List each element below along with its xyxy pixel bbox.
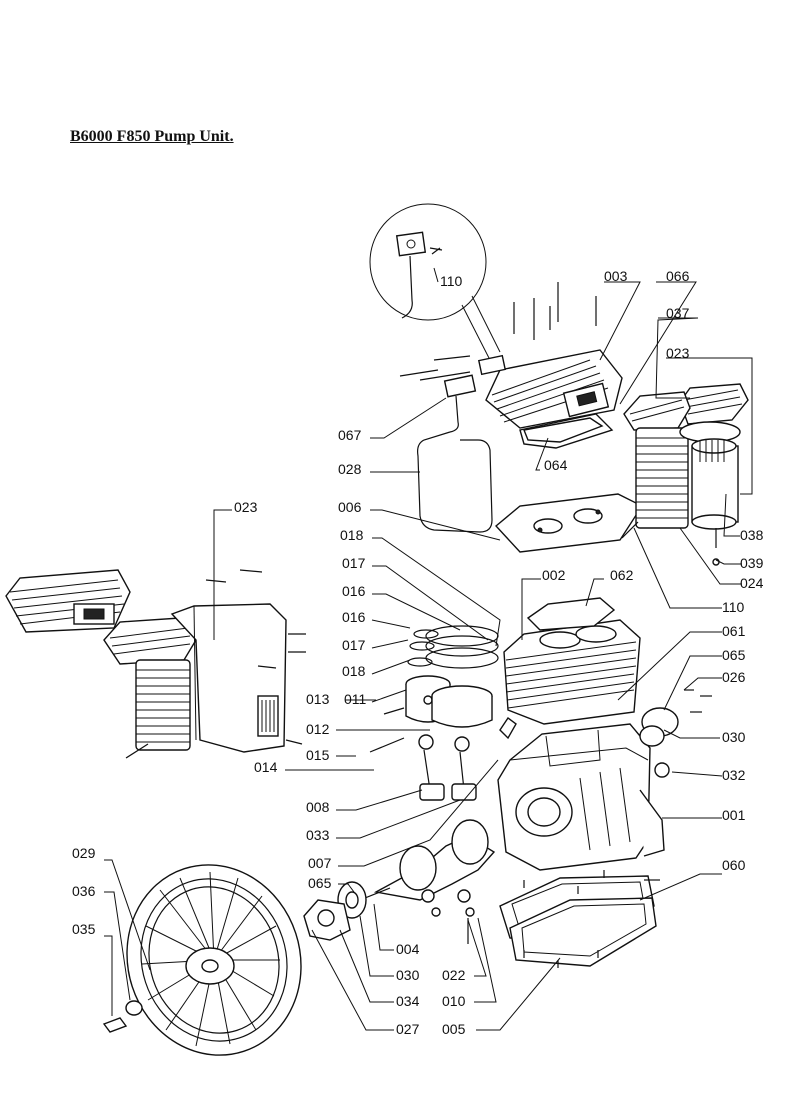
pin-015 (369, 737, 405, 753)
callout-label: 037 (666, 305, 690, 321)
piston-012 (431, 685, 493, 728)
callout-label: 065 (308, 875, 332, 891)
callout-label: 002 (542, 567, 566, 583)
detail-inset (369, 203, 501, 361)
callout-label: 035 (72, 921, 96, 937)
callout-label: 003 (604, 268, 628, 284)
callout-label: 032 (722, 767, 746, 783)
callout-label: 062 (610, 567, 634, 583)
callout-label: 018 (342, 663, 366, 679)
bearing-cover-065-right (639, 689, 712, 778)
flywheel-029 (102, 864, 302, 1056)
callout-label: 022 (442, 967, 466, 983)
crankshaft-007 (359, 819, 496, 901)
callout-label: 006 (338, 499, 362, 515)
callout-label: 027 (396, 1021, 420, 1037)
callout-label: 039 (740, 555, 764, 571)
callout-label: 034 (396, 993, 420, 1009)
callout-label: 016 (342, 609, 366, 625)
callout-label: 017 (342, 555, 366, 571)
callout-label: 005 (442, 1021, 466, 1037)
finned-cylinder-left (125, 659, 191, 759)
head-bolts (399, 282, 597, 381)
callout-label: 012 (306, 721, 330, 737)
callout-label: 065 (722, 647, 746, 663)
callout-label: 033 (306, 827, 330, 843)
callout-label: 110 (440, 273, 463, 289)
callout-label: 007 (308, 855, 332, 871)
callout-label: 067 (338, 427, 362, 443)
crankcase-cover-left (170, 569, 306, 753)
callout-label: 066 (666, 268, 690, 284)
cylinder-head-left-far (5, 569, 131, 633)
crankcase-001 (497, 723, 665, 871)
cylinder-head-far-right (623, 383, 749, 431)
pin-013 (383, 707, 405, 715)
callout-label: 010 (442, 993, 466, 1009)
callout-label: 011 (344, 691, 367, 707)
callout-label: 023 (666, 345, 690, 361)
callout-label: 036 (72, 883, 96, 899)
callout-label: 018 (340, 527, 364, 543)
valve-plate-006 (494, 493, 644, 553)
bracket-067 (443, 354, 507, 433)
callout-label: 013 (306, 691, 330, 707)
callout-label: 060 (722, 857, 746, 873)
callout-label: 014 (254, 759, 278, 775)
callout-label: 015 (306, 747, 330, 763)
pipe-028 (417, 431, 493, 533)
callout-label: 001 (722, 807, 746, 823)
bearing-parts-left (303, 881, 367, 941)
gasket-064 (523, 417, 604, 443)
callout-label: 016 (342, 583, 366, 599)
finned-cylinder-right (621, 427, 689, 539)
gasket-062 (526, 597, 616, 631)
callout-label: 064 (544, 457, 568, 473)
callout-label: 030 (722, 729, 746, 745)
callout-label: 023 (234, 499, 258, 515)
callout-label: 004 (396, 941, 420, 957)
callout-label: 017 (342, 637, 366, 653)
small-bolts-bottom (282, 889, 475, 945)
leader-lines (104, 267, 753, 1031)
air-filter (679, 421, 741, 566)
page-title: B6000 F850 Pump Unit. (70, 128, 234, 145)
callout-label: 061 (722, 623, 746, 639)
piston-rings (407, 625, 499, 669)
callout-label: 030 (396, 967, 420, 983)
callout-label: 110 (722, 599, 745, 615)
callout-label: 008 (306, 799, 330, 815)
callout-label: 024 (740, 575, 764, 591)
callout-label: 029 (72, 845, 96, 861)
base-plate-005 (499, 870, 660, 968)
callout-label: 026 (722, 669, 746, 685)
callout-label: 028 (338, 461, 362, 477)
cylinder-block-002 (503, 619, 641, 725)
connecting-rods (418, 716, 517, 801)
callout-label: 038 (740, 527, 764, 543)
callout-labels: 110 003 066 037 023 067 064 028 006 023 … (72, 268, 764, 1037)
cylinder-head-left (103, 617, 197, 665)
